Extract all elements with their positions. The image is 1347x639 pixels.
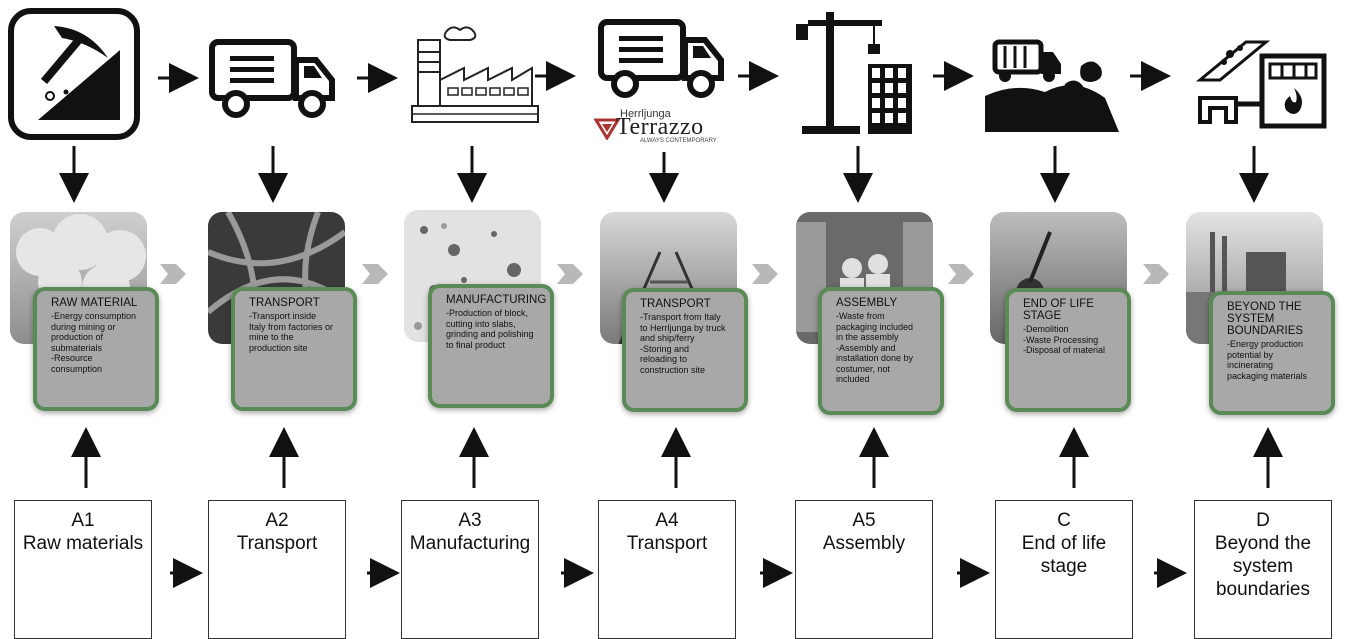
stage-code: C <box>1057 510 1071 531</box>
card-text: -Energy consumption during mining or pro… <box>51 311 137 374</box>
stage-name: Assembly <box>822 533 906 554</box>
stage-name: Manufacturing <box>409 533 531 554</box>
stage-card-a4: TRANSPORT -Transport from Italy to Herrl… <box>622 288 748 412</box>
stage-code: A2 <box>265 510 289 531</box>
stage-code: D <box>1256 510 1270 531</box>
card-title: END OF LIFE STAGE <box>1023 298 1094 322</box>
card-text: -Waste from packaging included in the as… <box>836 311 914 384</box>
factory-icon <box>408 22 540 128</box>
truck-icon <box>597 18 729 104</box>
logo-tagline: ALWAYS CONTEMPORARY <box>640 138 717 144</box>
mining-pickaxe-icon <box>8 8 140 140</box>
incineration-plant-icon <box>1196 40 1328 130</box>
herrljunga-terrazzo-logo: Herrljunga Terrazzo ALWAYS CONTEMPORARY <box>594 108 729 144</box>
stage-card-a1: RAW MATERIAL -Energy consumption during … <box>33 287 159 411</box>
card-title: MANUFACTURING <box>446 294 547 306</box>
logo-brand: Herrljunga <box>620 108 671 120</box>
card-text: -Production of block, cutting into slabs… <box>446 308 534 350</box>
stage-box-a4: A4 Transport <box>598 500 736 639</box>
logo-word: Terrazzo <box>616 114 704 140</box>
card-text: -Energy production potential by incinera… <box>1227 339 1308 381</box>
stage-card-a2: TRANSPORT -Transport inside Italy from f… <box>231 287 357 411</box>
flow-arrows-vertical <box>59 146 1283 588</box>
stage-card-a3: MANUFACTURING -Production of block, cutt… <box>428 284 554 408</box>
stage-name: Transport <box>626 533 708 554</box>
card-title: TRANSPORT <box>640 298 711 310</box>
stage-card-a5: ASSEMBLY -Waste from packaging included … <box>818 287 944 415</box>
crane-building-icon <box>788 8 920 136</box>
stage-box-a1: A1 Raw materials <box>14 500 152 639</box>
card-title: TRANSPORT <box>249 297 320 309</box>
stage-box-c: C End of life stage <box>995 500 1133 639</box>
stage-code: A3 <box>458 510 482 531</box>
card-title: ASSEMBLY <box>836 297 898 309</box>
stage-box-a3: A3 Manufacturing <box>401 500 539 639</box>
stage-card-d: BEYOND THE SYSTEM BOUNDARIES -Energy pro… <box>1209 291 1335 415</box>
stage-name: Beyond the system boundaries <box>1214 533 1312 600</box>
stage-code: A4 <box>655 510 679 531</box>
stage-box-d: D Beyond the system boundaries <box>1194 500 1332 639</box>
stage-name: Transport <box>236 533 318 554</box>
flow-arrows-top <box>158 61 1171 93</box>
stage-name: Raw materials <box>22 533 144 554</box>
card-title: BEYOND THE SYSTEM BOUNDARIES <box>1227 301 1304 337</box>
garbage-truck-landfill-icon <box>985 36 1121 132</box>
stage-code: A1 <box>71 510 95 531</box>
stage-code: A5 <box>852 510 876 531</box>
card-title: RAW MATERIAL <box>51 297 138 309</box>
truck-icon <box>208 38 340 120</box>
card-text: -Transport inside Italy from factories o… <box>249 311 334 353</box>
stage-card-c: END OF LIFE STAGE -Demolition -Waste Pro… <box>1005 288 1131 412</box>
stage-box-a5: A5 Assembly <box>795 500 933 639</box>
stage-name: End of life stage <box>1021 533 1107 577</box>
card-text: -Demolition -Waste Processing -Disposal … <box>1023 324 1106 355</box>
stage-box-a2: A2 Transport <box>208 500 346 639</box>
logo-mark-icon <box>594 118 620 140</box>
card-text: -Transport from Italy to Herrljunga by t… <box>640 312 726 375</box>
